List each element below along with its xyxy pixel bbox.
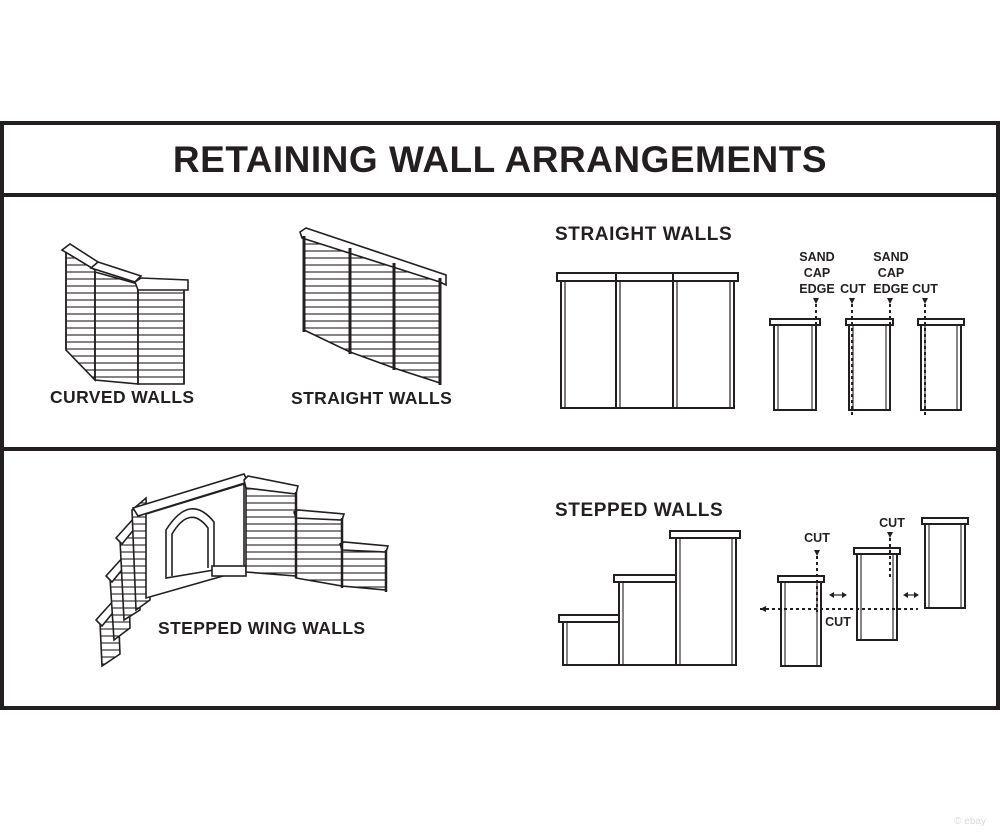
straight-walls-elevation — [556, 272, 739, 409]
diagram-title: RETAINING WALL ARRANGEMENTS — [172, 139, 828, 180]
stepped-wing-walls-label: STEPPED WING WALLS — [158, 618, 366, 638]
curved-walls-label: CURVED WALLS — [50, 387, 195, 407]
stepped-cut-label-1: CUT — [804, 531, 830, 545]
stepped-walls-header: STEPPED WALLS — [555, 500, 724, 521]
stepped-cut-label-2: CUT — [879, 516, 905, 530]
cut-arrows — [813, 298, 928, 304]
title-divider — [0, 193, 1000, 197]
stepped-cut-label-3: CUT — [825, 615, 851, 629]
sand-cap-edge-label-1: SAND CAP EDGE — [799, 250, 835, 296]
straight-walls-label: STRAIGHT WALLS — [291, 388, 453, 408]
stepped-wing-walls-illustration — [94, 473, 390, 668]
stepped-arrows — [760, 532, 919, 612]
cut-detail-columns — [769, 318, 965, 411]
sand-cap-edge-label-2: SAND CAP EDGE — [873, 250, 909, 296]
watermark: © ebay — [954, 816, 986, 827]
straight-walls-header: STRAIGHT WALLS — [555, 224, 733, 245]
cut-label-2: CUT — [912, 282, 938, 296]
stepped-walls-elevation — [558, 530, 741, 666]
section-divider — [0, 447, 1000, 451]
cut-lines — [815, 298, 926, 418]
curved-walls-illustration — [60, 243, 189, 385]
diagram-frame — [0, 121, 1000, 710]
cut-label-1: CUT — [840, 282, 866, 296]
straight-walls-illustration — [299, 227, 447, 385]
stepped-cut-lines — [760, 532, 918, 612]
